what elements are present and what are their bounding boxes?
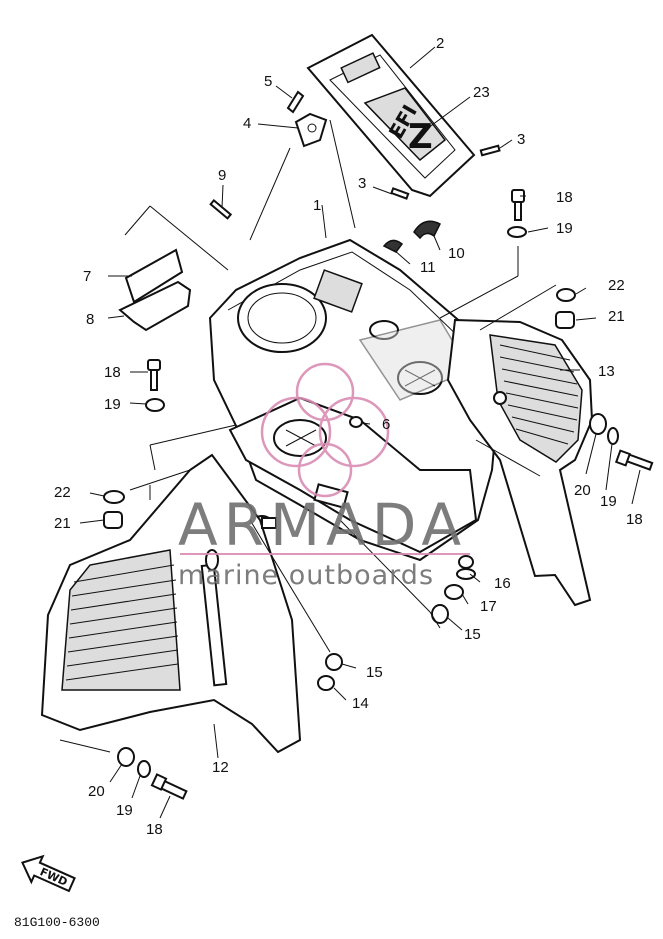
callout-12: 12 [212,759,229,776]
callout-labels: 1 2 23 3 3 5 4 9 18 19 10 11 22 21 7 8 1… [54,35,643,838]
callout-19-upper-right: 19 [556,220,573,237]
callout-20-right: 20 [574,482,591,499]
callout-19-right: 19 [600,493,617,510]
part-21-collar-right [555,311,575,329]
part-22-grommet-right [556,288,576,302]
part-2-top-cover: EFI Z [306,33,476,198]
part-10-grommet [413,220,442,240]
part-22-grommet-left [103,490,125,504]
callout-18-upper-right: 18 [556,189,573,206]
part-17-collar [444,584,464,600]
part-19-washer-right [607,427,619,445]
callout-9: 9 [218,167,226,184]
callout-22-left: 22 [54,484,71,501]
part-18-bolt-upper-right [511,189,525,221]
part-11-grommet [382,239,404,253]
diagram-code: 81G100-6300 [14,915,100,930]
part-14-grommet [317,675,335,691]
part-20-washer-right [589,413,607,435]
part-4-bracket [294,112,328,148]
callout-19-lower: 19 [116,802,133,819]
part-7-plate [124,248,184,304]
callout-18-right: 18 [626,511,643,528]
callout-5: 5 [264,73,272,90]
callout-21-right: 21 [608,308,625,325]
watermark-logo-icon [260,362,390,498]
part-18-bolt-lower [150,773,188,800]
callout-14: 14 [352,695,369,712]
part-13-right-side-cover [446,318,594,607]
callout-11: 11 [420,259,436,276]
part-3-screws [390,144,501,200]
part-9-screw [209,198,233,220]
callout-10: 10 [448,245,465,262]
leader-lines [59,46,641,819]
part-21-collar-left [103,511,123,529]
part-15-collar-upper [431,604,449,624]
callout-18-left: 18 [104,364,121,381]
callout-3-right: 3 [517,131,525,148]
callout-2: 2 [436,35,444,52]
part-5-pin [286,90,305,114]
callout-4: 4 [243,115,251,132]
callout-23: 23 [473,84,490,101]
callout-13: 13 [598,363,615,380]
part-15-collar-lower [325,653,343,671]
callout-8: 8 [86,311,94,328]
callout-17: 17 [480,598,497,615]
part-18-bolt-left [147,359,161,391]
part-19-washer-lower [137,760,151,778]
callout-6: 6 [382,416,390,433]
part-6-nut [349,416,363,428]
callout-20-lower: 20 [88,783,105,800]
part-20-washer-lower [117,747,135,767]
part-18-bolt-right [614,449,654,471]
part-19-washer-upper-right [507,226,527,238]
callout-22-right: 22 [608,277,625,294]
watermark-subtitle: marine outboards [178,560,434,591]
callout-15-right: 15 [464,626,481,643]
callout-18-lower: 18 [146,821,163,838]
callout-15-left: 15 [366,664,383,681]
watermark-title: ARMADA [178,491,467,559]
part-16-grommet [456,555,476,580]
part-8-bracket [118,280,192,332]
efi-badge-letter: Z [408,117,433,157]
part-19-washer-left [145,398,165,412]
callout-21-left: 21 [54,515,71,532]
part-12-left-side-cover [40,453,302,754]
callout-7: 7 [83,268,91,285]
callout-19-left: 19 [104,396,121,413]
callout-1: 1 [313,197,321,214]
callout-16: 16 [494,575,511,592]
fwd-arrow-icon: FWD [21,854,76,893]
callout-3-left: 3 [358,175,366,192]
armada-watermark: ARMADA marine outboards [178,362,470,591]
part-1-main-cowling [208,238,502,562]
